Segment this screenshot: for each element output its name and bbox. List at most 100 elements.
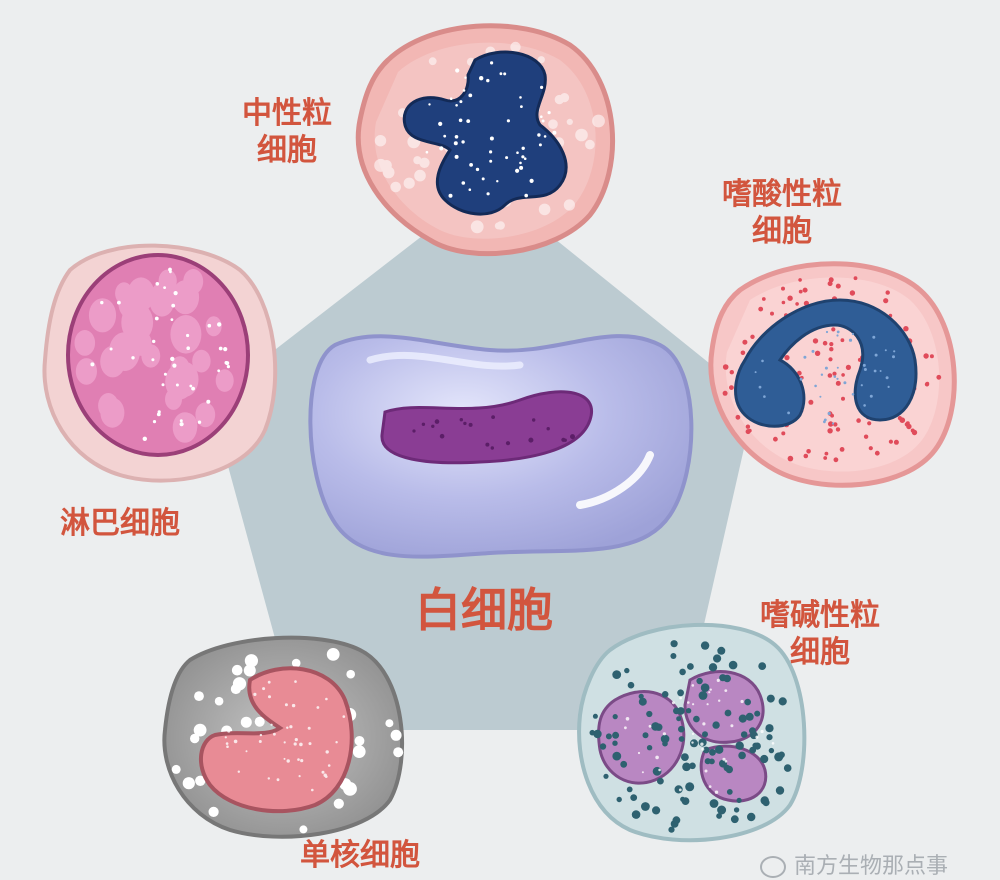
granule — [627, 787, 633, 793]
granule — [294, 680, 297, 683]
granule — [189, 385, 192, 388]
granule — [299, 775, 301, 777]
granule — [100, 398, 124, 428]
granule — [292, 704, 295, 707]
granule — [176, 384, 179, 387]
granule — [328, 764, 331, 767]
granule — [677, 707, 685, 715]
granule — [234, 740, 238, 744]
granule — [773, 437, 778, 442]
granule — [325, 698, 328, 701]
granule — [642, 771, 644, 773]
granule — [813, 338, 818, 343]
basophil-label-line2: 细胞 — [760, 635, 880, 672]
granule — [75, 330, 96, 356]
granule — [800, 378, 803, 381]
lymphocyte-cell — [44, 246, 275, 481]
granule — [585, 140, 595, 150]
granule — [100, 301, 103, 304]
granule — [552, 131, 556, 135]
granule — [741, 351, 746, 356]
granule — [547, 427, 550, 430]
basophil-label: 嗜碱性粒 细胞 — [760, 598, 880, 671]
granule — [746, 425, 750, 429]
granule — [763, 395, 766, 398]
lymphocyte-label: 淋巴细胞 — [60, 506, 180, 543]
granule — [172, 765, 181, 774]
granule — [864, 368, 867, 371]
granule — [268, 681, 271, 684]
granule — [469, 423, 473, 427]
granule — [180, 419, 183, 422]
granule — [738, 752, 746, 760]
granule — [701, 641, 709, 649]
granule — [852, 393, 855, 396]
granule — [544, 135, 547, 138]
granule — [317, 706, 320, 709]
granule — [343, 782, 357, 796]
granule — [655, 756, 659, 760]
granule — [729, 385, 734, 390]
granule — [491, 446, 494, 449]
center-label-text: 白细胞 — [415, 582, 553, 638]
granule — [262, 687, 265, 690]
granule — [186, 334, 189, 337]
granule — [831, 327, 835, 331]
granule — [893, 350, 895, 352]
granule — [450, 97, 453, 100]
granule — [530, 179, 534, 183]
granule — [195, 402, 215, 427]
granule — [163, 286, 166, 289]
granule — [668, 827, 674, 833]
granule — [672, 701, 675, 704]
granule — [763, 799, 770, 806]
granule — [821, 374, 823, 376]
granule — [886, 290, 890, 294]
granule — [570, 434, 575, 439]
granule — [284, 741, 286, 743]
granule — [828, 412, 831, 415]
granule — [490, 61, 493, 64]
granule — [612, 741, 617, 746]
granule — [903, 326, 908, 331]
granule — [867, 421, 871, 425]
granule — [639, 694, 644, 699]
granule — [834, 457, 839, 462]
granule — [524, 157, 527, 160]
granule — [705, 758, 711, 764]
neutrophil-label-line1: 中性粒 — [242, 96, 332, 133]
granule — [428, 103, 430, 105]
granule — [892, 355, 895, 358]
eosinophil-cell — [711, 264, 954, 486]
granule — [469, 163, 473, 167]
granule — [169, 270, 172, 273]
granule — [292, 659, 301, 668]
granule — [755, 371, 757, 373]
granule — [717, 679, 720, 682]
granule — [180, 422, 184, 426]
granule — [143, 437, 147, 441]
granule — [889, 440, 893, 444]
granule — [155, 317, 159, 321]
granule — [795, 302, 799, 306]
granule — [662, 741, 668, 747]
granule — [846, 365, 851, 370]
granule — [171, 304, 175, 308]
granule — [746, 713, 754, 721]
granule — [479, 76, 483, 80]
granule — [778, 752, 785, 759]
granule — [638, 752, 640, 754]
granule — [519, 162, 522, 165]
granule — [685, 782, 694, 791]
granule — [438, 122, 442, 126]
granule — [471, 220, 484, 233]
granule — [784, 355, 789, 360]
granule — [739, 715, 747, 723]
granule — [375, 135, 386, 146]
granule — [761, 360, 764, 363]
neutrophil-cell — [358, 26, 612, 254]
granule — [814, 385, 817, 388]
granule — [691, 741, 693, 743]
granule — [225, 736, 227, 738]
granule — [390, 182, 401, 193]
